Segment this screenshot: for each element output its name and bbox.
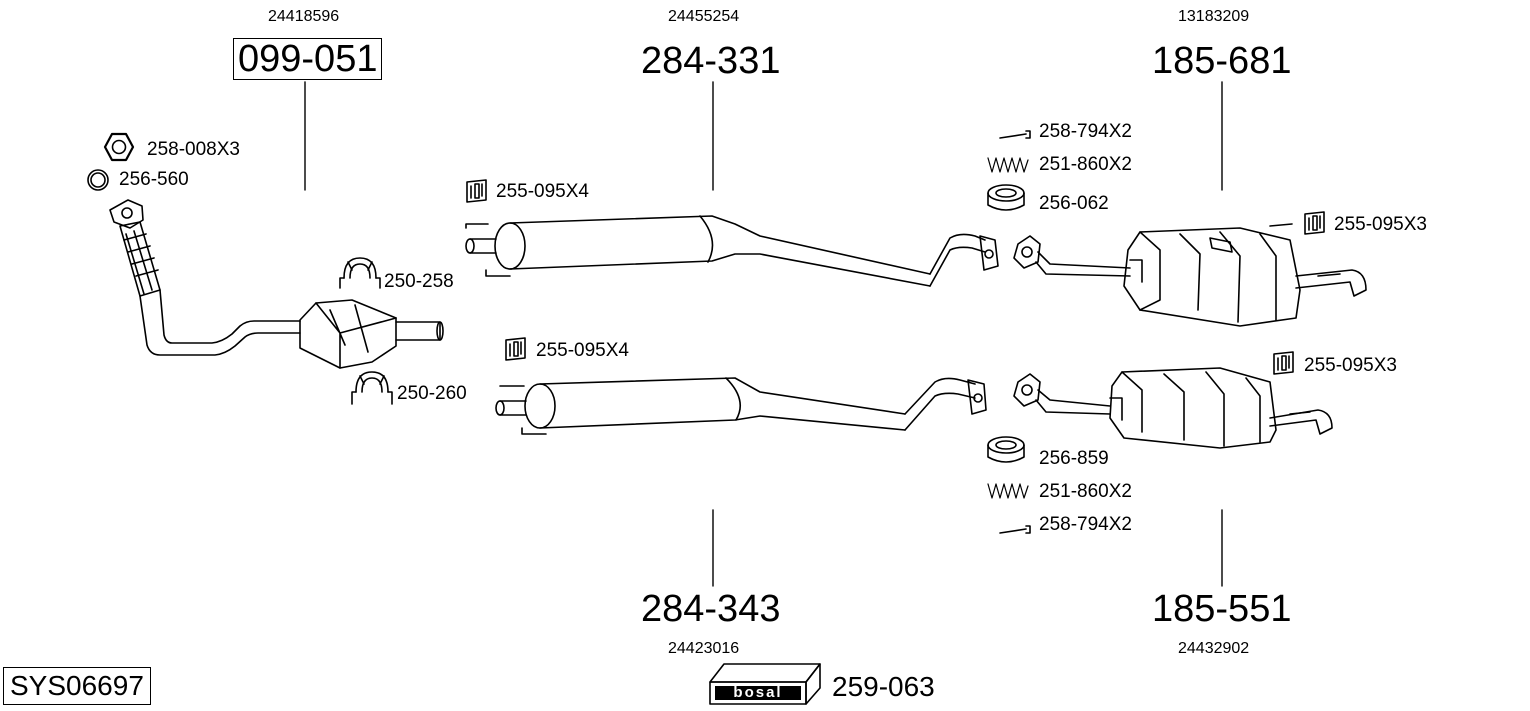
mid-silencer-lower-284-343 (495, 377, 987, 435)
part-number-bolt[interactable]: 258-794X2 (1039, 121, 1132, 142)
part-number-rubber-mount[interactable]: 255-095X4 (536, 340, 629, 361)
brand-logo: bosal (733, 684, 783, 701)
bolt-icon (999, 130, 1031, 139)
spring-icon (987, 483, 1029, 499)
gasket-icon (987, 436, 1025, 463)
rubber-mount-icon (1304, 211, 1325, 235)
clamp-icon (351, 371, 393, 405)
part-number-spring[interactable]: 251-860X2 (1039, 154, 1132, 175)
part-number-gasket[interactable]: 256-859 (1039, 448, 1109, 469)
rubber-mount-icon (466, 179, 487, 203)
rear-silencer-upper-185-681 (1013, 223, 1367, 327)
part-number-spring[interactable]: 251-860X2 (1039, 481, 1132, 502)
oem-number: 24455254 (668, 8, 740, 25)
part-number-mid-lower[interactable]: 284-343 (641, 588, 781, 630)
oem-number: 24432902 (1178, 640, 1250, 657)
rubber-mount-icon (1273, 351, 1294, 375)
rear-silencer-lower-185-551 (1013, 367, 1333, 449)
part-number-gasket[interactable]: 256-062 (1039, 193, 1109, 214)
part-number-rubber-mount[interactable]: 255-095X3 (1304, 355, 1397, 376)
part-number-mid-upper[interactable]: 284-331 (641, 40, 781, 82)
front-pipe-099-051 (109, 199, 444, 369)
clamp-icon (339, 257, 381, 289)
bosal-box-icon (709, 663, 821, 705)
part-number-brand[interactable]: 259-063 (832, 671, 935, 702)
spring-icon (987, 157, 1029, 173)
rubber-mount-icon (505, 337, 526, 361)
part-number-ring[interactable]: 256-560 (119, 169, 189, 190)
part-number-rear-upper[interactable]: 185-681 (1152, 40, 1292, 82)
part-number-clamp-lower[interactable]: 250-260 (397, 383, 467, 404)
oem-number: 24418596 (268, 8, 340, 25)
hex-nut-icon (103, 132, 135, 162)
mid-silencer-upper-284-331 (465, 215, 999, 287)
part-number-rear-lower[interactable]: 185-551 (1152, 588, 1292, 630)
gasket-icon (987, 184, 1025, 211)
ring-icon (87, 169, 109, 191)
oem-number: 24423016 (668, 640, 740, 657)
part-number-rubber-mount[interactable]: 255-095X3 (1334, 214, 1427, 235)
part-number-nut[interactable]: 258-008X3 (147, 139, 240, 160)
leader-lines (304, 81, 1223, 587)
bolt-icon (999, 525, 1031, 534)
oem-number: 13183209 (1178, 8, 1250, 25)
part-number-bolt[interactable]: 258-794X2 (1039, 514, 1132, 535)
part-number-rubber-mount[interactable]: 255-095X4 (496, 181, 589, 202)
part-number-clamp-upper[interactable]: 250-258 (384, 271, 454, 292)
system-code: SYS06697 (3, 667, 151, 705)
part-number-front-pipe[interactable]: 099-051 (233, 38, 383, 80)
